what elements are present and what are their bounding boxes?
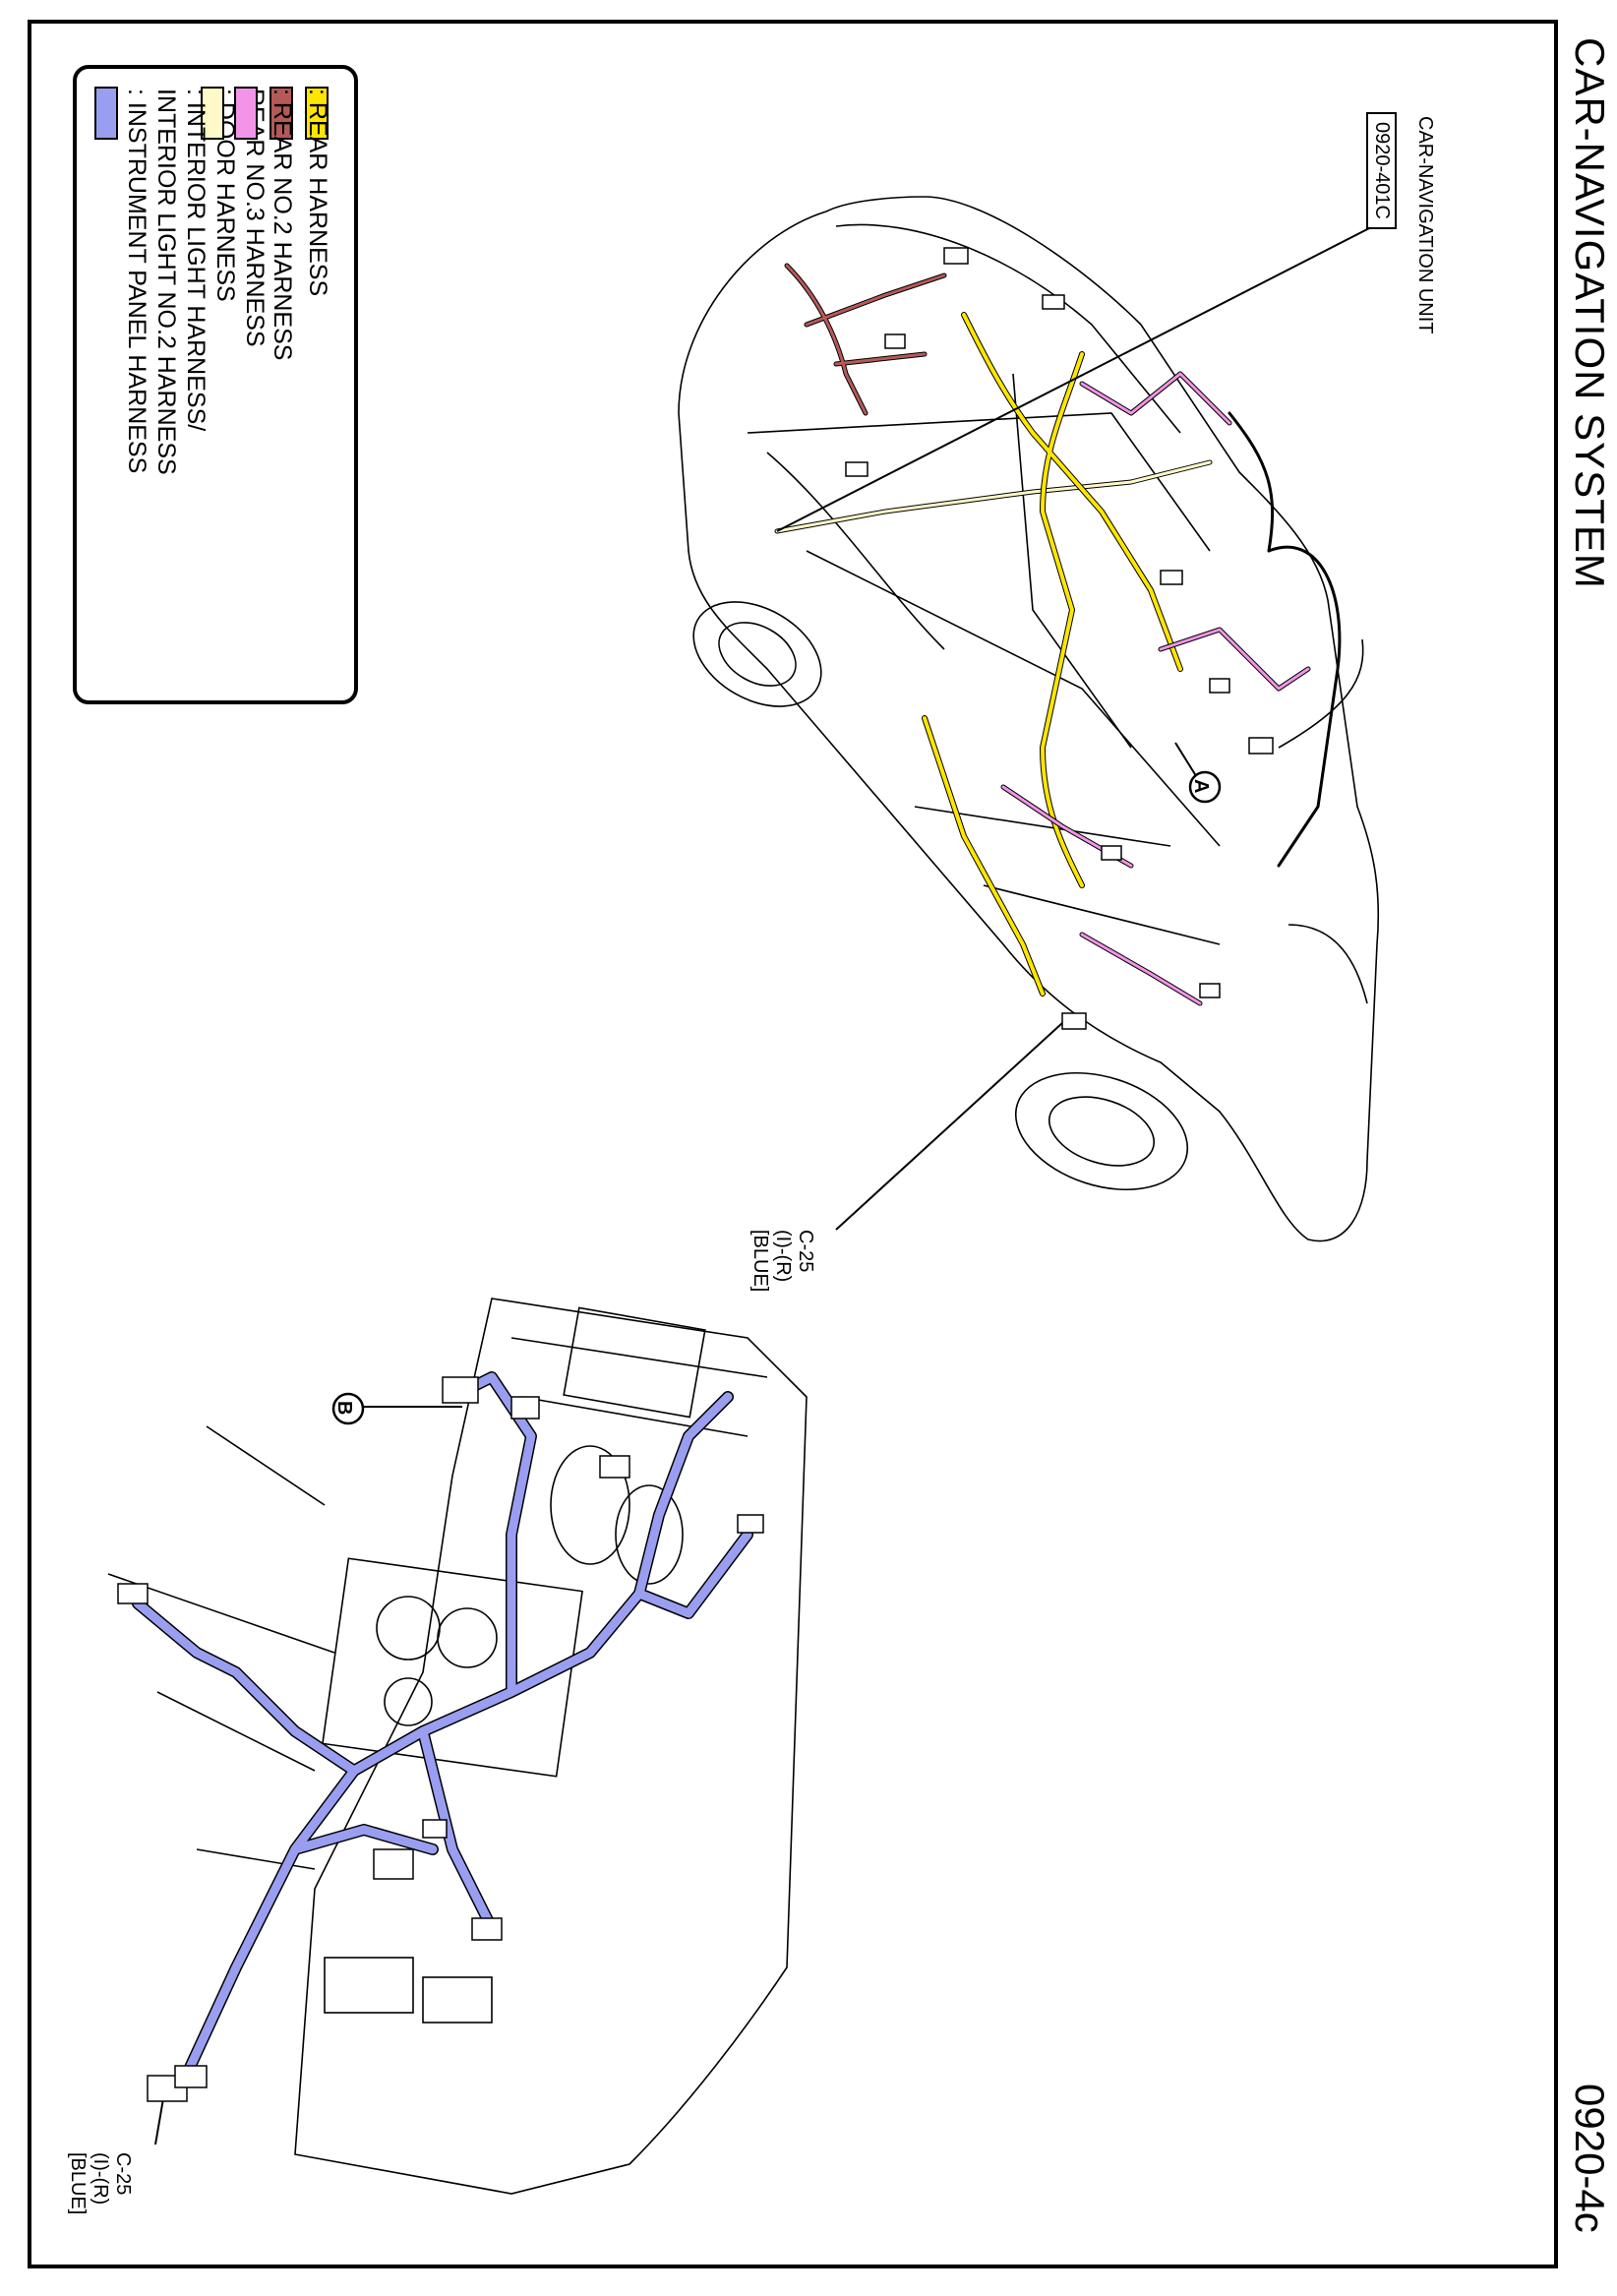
connector-id: C-25	[795, 1230, 816, 1273]
leader-callout-a	[1174, 742, 1199, 780]
legend-swatch-interior-light	[201, 87, 224, 140]
legend-swatch-rear-no2	[270, 87, 293, 140]
legend-swatch-instrument-panel	[94, 87, 118, 140]
legend-label-interior-light-no2: INTERIOR LIGHT NO.2 HARNESS	[152, 89, 180, 475]
page-number: 0920-4c	[1567, 2084, 1613, 2233]
car-body-outline	[678, 196, 1380, 1242]
front-wheel	[1014, 1071, 1189, 1191]
callout-b-label: B	[333, 1401, 355, 1416]
legend-label-interior-light: : INTERIOR LIGHT HARNESS/	[182, 89, 210, 432]
connector-pins: (I)-(R)	[90, 2152, 111, 2205]
legend-label-rear-no2: : REAR NO.2 HARNESS	[269, 89, 296, 361]
rear-no2-harness	[784, 263, 947, 416]
rear-wheel	[692, 601, 822, 707]
callout-b-circle	[331, 1392, 365, 1425]
car-navigation-unit-label: CAR-NAVIGATION UNIT	[1414, 116, 1436, 334]
harness-legend: : REAR HARNESS : REAR NO.2 HARNESS REAR …	[73, 65, 358, 704]
leader-c25-upper	[835, 1022, 1063, 1231]
car-navigation-unit-code: 0920-401C	[1366, 112, 1397, 229]
page-title: CAR-NAVIGATION SYSTEM	[1567, 37, 1613, 589]
callout-a-circle	[1188, 770, 1222, 804]
legend-swatch-rear	[305, 87, 329, 140]
connector-label-lower: C-25 (I)-(R) [BLUE]	[66, 2152, 134, 2214]
connector-color: [BLUE]	[67, 2152, 89, 2215]
connector-color: [BLUE]	[749, 1230, 771, 1293]
page-frame	[28, 20, 1558, 2268]
legend-label-rear: : REAR HARNESS	[304, 89, 331, 297]
callout-a-label: A	[1190, 779, 1212, 794]
legend-swatch-door	[234, 87, 258, 140]
instrument-panel-outline	[107, 1298, 808, 2195]
leader-nav-unit	[776, 223, 1378, 532]
connector-label-upper: C-25 (I)-(R) [BLUE]	[749, 1230, 816, 1292]
legend-label-instrument-panel: : INSTRUMENT PANEL HARNESS	[123, 89, 150, 474]
connector-id: C-25	[112, 2152, 134, 2196]
connector-pins: (I)-(R)	[772, 1230, 794, 1283]
